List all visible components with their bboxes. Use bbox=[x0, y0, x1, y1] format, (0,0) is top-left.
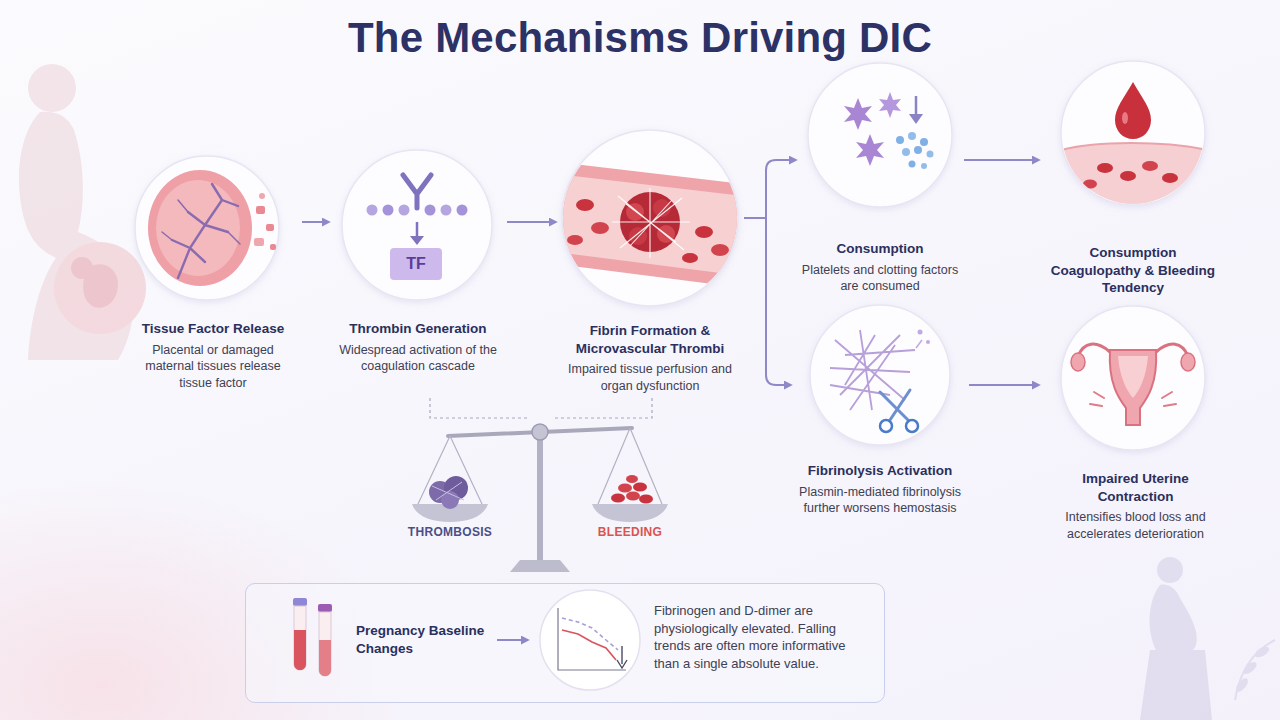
uterus-illustration bbox=[1061, 306, 1205, 450]
process-step: Thrombin GenerationWidespread activation… bbox=[333, 150, 503, 380]
trend-chart bbox=[540, 590, 640, 690]
step-description: Impaired tissue perfusion and organ dysf… bbox=[560, 361, 740, 394]
fibrinolysis-illustration bbox=[810, 305, 950, 445]
step-heading: Impaired Uterine Contraction bbox=[1043, 470, 1228, 505]
blood-drop-illustration bbox=[1055, 61, 1215, 215]
flow-arrow bbox=[964, 159, 1039, 161]
test-tubes bbox=[293, 598, 332, 676]
process-step: Fibrinolysis ActivationPlasmin-mediated … bbox=[795, 305, 965, 530]
flow-arrow bbox=[497, 639, 528, 641]
mother-silhouette bbox=[1140, 557, 1275, 720]
platelets-illustration bbox=[808, 63, 952, 207]
pregnant-silhouette bbox=[19, 64, 146, 360]
flow-arrow bbox=[507, 221, 556, 223]
vessel-clot-illustration bbox=[540, 130, 760, 306]
placenta-illustration bbox=[135, 156, 279, 300]
process-step: Fibrin Formation & Microvascular Thrombi… bbox=[560, 130, 740, 400]
process-step: ConsumptionPlatelets and clotting factor… bbox=[800, 63, 960, 293]
step-description: Platelets and clotting factors are consu… bbox=[800, 262, 960, 295]
step-description: Placental or damaged maternal tissues re… bbox=[128, 342, 298, 392]
step-heading: Tissue Factor Release bbox=[142, 320, 284, 338]
step-heading: Consumption bbox=[837, 240, 924, 258]
flow-arrow bbox=[744, 160, 796, 218]
scale-label: THROMBOSIS bbox=[398, 525, 502, 539]
flow-arrow bbox=[969, 384, 1039, 386]
step-heading: Thrombin Generation bbox=[349, 320, 486, 338]
step-heading: Fibrin Formation & Microvascular Thrombi bbox=[560, 322, 740, 357]
panel-body: Fibrinogen and D-dimer are physiological… bbox=[654, 602, 872, 672]
thrombin-illustration bbox=[342, 150, 492, 300]
step-heading: Consumption Coagulopathy & Bleeding Tend… bbox=[1043, 244, 1223, 297]
process-step: Tissue Factor ReleasePlacental or damage… bbox=[128, 155, 298, 405]
flow-arrow bbox=[744, 218, 791, 385]
process-step: Consumption Coagulopathy & Bleeding Tend… bbox=[1043, 61, 1223, 286]
info-panel: Pregnancy Baseline Changes Fibrinogen and… bbox=[245, 583, 885, 703]
balance-scale bbox=[412, 398, 668, 572]
diagram-title: The Mechanisms Driving DIC bbox=[0, 14, 1280, 62]
flow-arrow bbox=[302, 221, 329, 223]
panel-heading: Pregnancy Baseline Changes bbox=[356, 622, 491, 658]
scale-label: BLEEDING bbox=[585, 525, 675, 539]
step-description: Plasmin-mediated fibrinolysis further wo… bbox=[795, 484, 965, 517]
step-description: Widespread activation of the coagulation… bbox=[333, 342, 503, 375]
tf-badge: TF bbox=[390, 248, 442, 280]
badge-label: TF bbox=[406, 255, 426, 273]
process-step: Impaired Uterine ContractionIntensifies … bbox=[1043, 306, 1228, 536]
step-heading: Fibrinolysis Activation bbox=[808, 462, 952, 480]
step-description: Intensifies blood loss and accelerates d… bbox=[1043, 509, 1228, 542]
